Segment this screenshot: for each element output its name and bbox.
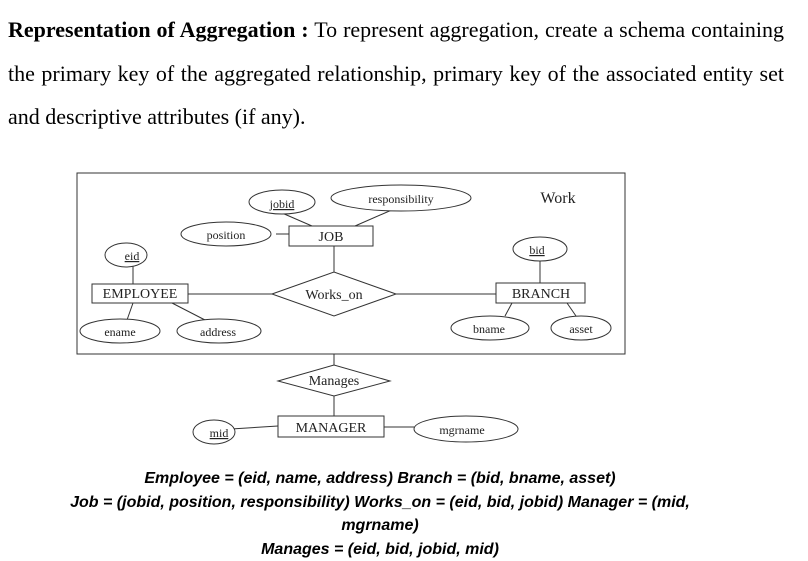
attribute-asset-label: asset (569, 322, 593, 336)
attribute-responsibility-label: responsibility (368, 192, 433, 206)
relational-schemas: Employee = (eid, name, address) Branch =… (0, 467, 760, 561)
relationship-works-on-label: Works_on (305, 288, 362, 303)
schema-line-1: Employee = (eid, name, address) Branch =… (0, 467, 760, 491)
attribute-mgrname-label: mgrname (439, 423, 484, 437)
schema-line-4: Manages = (eid, bid, jobid, mid) (0, 538, 760, 561)
attribute-position-label: position (207, 228, 246, 242)
attribute-bid-label: bid (529, 243, 544, 257)
entity-manager-label: MANAGER (296, 421, 367, 436)
schema-line-2: Job = (jobid, position, responsibility) … (0, 491, 760, 515)
attribute-jobid-label: jobid (269, 197, 295, 211)
attribute-eid-label: eid (125, 249, 140, 263)
entity-employee-label: EMPLOYEE (103, 287, 178, 302)
attribute-bname-label: bname (473, 322, 505, 336)
relationship-manages-label: Manages (309, 374, 360, 389)
entity-branch-label: BRANCH (512, 287, 570, 302)
aggregation-label: Work (540, 190, 575, 207)
attribute-address-label: address (200, 325, 236, 339)
schema-line-3: mgrname) (0, 514, 760, 538)
entity-job-label: JOB (319, 230, 344, 245)
attribute-mid-label: mid (210, 426, 229, 440)
attribute-ename-label: ename (104, 325, 135, 339)
